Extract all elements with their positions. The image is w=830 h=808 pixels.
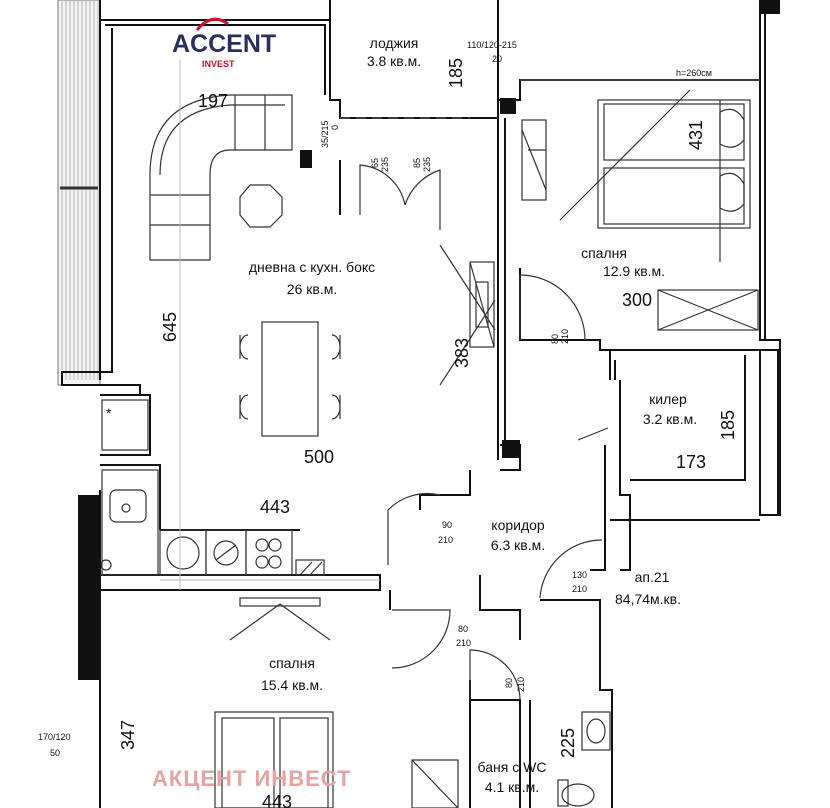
note-bath-door: 80: [504, 678, 514, 688]
room-name-bedroom1: спалня: [581, 245, 627, 261]
terrace-hatching: [57, 0, 101, 386]
room-area-storage: 3.2 кв.м.: [643, 411, 697, 427]
note-bedroom2-door-b: 210: [456, 638, 471, 648]
dim-443: 443: [260, 497, 290, 517]
room-area-corridor: 6.3 кв.м.: [491, 537, 545, 553]
room-labels: лоджия 3.8 кв.м. дневна с кухн. бокс 26 …: [249, 35, 697, 795]
note-entry-door: 130: [572, 570, 587, 580]
note-bedroom-door-b: 210: [560, 329, 570, 344]
room-name-living: дневна с кухн. бокс: [249, 259, 375, 275]
dim-500: 500: [304, 447, 334, 467]
room-name-loggia: лоджия: [370, 35, 419, 51]
note-bedroom2-door: 80: [458, 624, 468, 634]
dim-storage-185: 185: [718, 410, 738, 440]
bedroom2-furniture: [214, 597, 459, 808]
logo-sub: INVEST: [202, 59, 235, 69]
door-notes: 110/120-215 20 h=260см 35/215 0 65 235 8…: [38, 40, 712, 758]
company-logo: ACCENT INVEST: [172, 17, 276, 69]
kitchen-units: [100, 399, 325, 576]
watermark: АКЦЕНТ ИНВЕСТ: [152, 766, 352, 791]
apartment-label: ап.21: [635, 569, 670, 585]
dimension-guides: [160, 60, 760, 590]
columns: [78, 0, 780, 680]
room-name-bedroom2: спалня: [269, 655, 315, 671]
note-loggia-door-b: 0: [330, 125, 340, 130]
note-door-65-b: 235: [380, 157, 390, 172]
coffee-table: [239, 184, 283, 228]
room-area-bedroom2: 15.4 кв.м.: [261, 677, 323, 693]
dim-loggia-185: 185: [446, 58, 466, 88]
note-window-top-b: 20: [492, 54, 502, 64]
note-loggia-door: 35/215: [320, 120, 330, 148]
apartment-area: 84,74м.кв.: [615, 591, 681, 607]
sofa: [149, 94, 293, 261]
asterisk-icon: *: [106, 405, 112, 421]
dim-431: 431: [686, 120, 706, 150]
note-entry-door-b: 210: [572, 584, 587, 594]
note-ceiling: h=260см: [676, 68, 712, 78]
bath-fixtures: [557, 711, 611, 807]
wardrobe-bedroom: [521, 119, 759, 331]
wardrobe-living: [439, 244, 496, 386]
dim-bottom-443: 443: [262, 792, 292, 808]
room-name-corridor: коридор: [491, 517, 545, 533]
note-corridor-door-b: 210: [438, 535, 453, 545]
dimension-labels: 197 185 431 300 645 383 500 185 173 443 …: [118, 58, 738, 808]
dining-table: [239, 321, 341, 437]
room-area-bath: 4.1 кв.м.: [485, 779, 539, 795]
door-swings: [359, 164, 609, 701]
dim-347: 347: [118, 720, 138, 750]
dim-645: 645: [160, 312, 180, 342]
room-name-bath: баня с WC: [478, 759, 547, 775]
dim-225: 225: [558, 728, 578, 758]
note-bath-door-b: 210: [516, 677, 526, 692]
double-bed: [559, 89, 751, 262]
dim-383: 383: [452, 338, 472, 368]
room-area-bedroom1: 12.9 кв.м.: [603, 263, 665, 279]
logo-arc-icon: [195, 17, 229, 31]
room-area-living: 26 кв.м.: [287, 281, 337, 297]
note-window-left: 170/120: [38, 732, 71, 742]
note-window-top: 110/120-215: [467, 40, 517, 50]
note-door-65: 65: [370, 158, 380, 168]
note-door-85: 85: [412, 158, 422, 168]
note-bedroom-door: 80: [550, 334, 560, 344]
note-window-left-b: 50: [50, 748, 60, 758]
room-name-storage: килер: [649, 391, 687, 407]
note-door-85-b: 235: [422, 157, 432, 172]
dim-173: 173: [676, 452, 706, 472]
dim-197: 197: [198, 91, 228, 111]
room-area-loggia: 3.8 кв.м.: [367, 53, 421, 69]
note-corridor-door: 90: [442, 520, 452, 530]
logo-brand: ACCENT: [172, 30, 276, 58]
dim-300: 300: [622, 290, 652, 310]
